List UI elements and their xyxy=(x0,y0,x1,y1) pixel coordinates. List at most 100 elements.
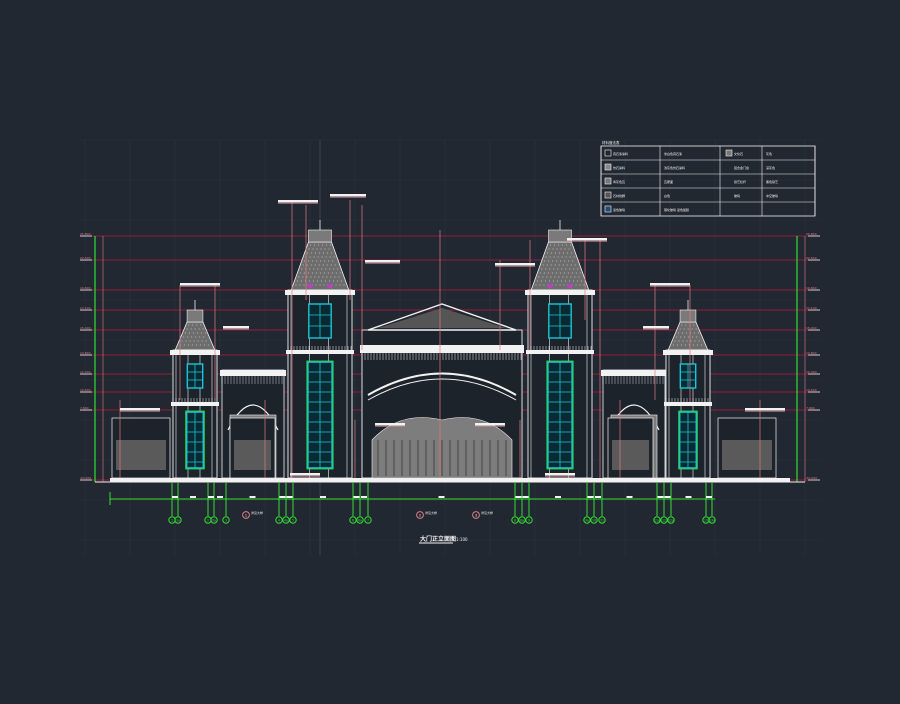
roof-tile-dot xyxy=(334,276,336,278)
section-mark-label: 3 xyxy=(475,514,477,518)
roof-tile-dot xyxy=(539,272,541,274)
roof-tile-dot xyxy=(571,272,573,274)
roof-tile-dot xyxy=(328,280,330,282)
roof-tile-dot xyxy=(181,340,183,342)
roof-tile-dot xyxy=(564,260,566,262)
roof-tile-dot xyxy=(574,264,576,266)
roof-tile-dot xyxy=(687,328,689,330)
window-frame-highlight xyxy=(678,410,698,470)
roof-tile-dot xyxy=(545,256,547,258)
dimension-value xyxy=(626,496,633,498)
roof-tile-dot xyxy=(303,272,305,274)
roof-tile-dot xyxy=(541,268,543,270)
roof-tile-dot xyxy=(321,268,323,270)
roof-tile-dot xyxy=(199,344,201,346)
right-inner-wall xyxy=(607,417,654,479)
dimension-value xyxy=(279,496,286,498)
axis-label: 5 xyxy=(292,519,294,523)
roof-tile-dot xyxy=(307,252,309,254)
roof-tile-dot xyxy=(552,260,554,262)
roof-tile-dot xyxy=(555,284,557,286)
legend-frame xyxy=(600,145,816,217)
roof-tile-dot xyxy=(311,252,313,254)
roof-tile-dot xyxy=(569,268,571,270)
roof-tile-dot xyxy=(558,276,560,278)
roof-tile-dot xyxy=(187,336,189,338)
roof-tile-dot xyxy=(312,260,314,262)
roof-tile-dot xyxy=(343,284,345,286)
roof-tile-dot xyxy=(198,328,200,330)
roof-tile-dot xyxy=(308,260,310,262)
roof-tile-dot xyxy=(692,336,694,338)
left-small-tower xyxy=(170,300,220,479)
legend-swatch xyxy=(604,191,612,199)
dimension-value xyxy=(706,496,712,498)
axis-label: 2 xyxy=(207,519,209,523)
roof-tile-dot xyxy=(573,268,575,270)
roof-tile-dot xyxy=(339,272,341,274)
roof-tile-dot xyxy=(562,264,564,266)
roof-tile-dot xyxy=(310,276,312,278)
roof-tile-dot xyxy=(326,264,328,266)
shrub-fill xyxy=(612,440,649,470)
window-frame-highlight xyxy=(546,360,574,470)
roof-tile-dot xyxy=(330,264,332,266)
roof-tile-dot xyxy=(334,264,336,266)
roof-tile-dot xyxy=(321,256,323,258)
axis-bubble xyxy=(660,516,668,524)
dimension-value xyxy=(208,496,214,498)
roof-tile-dot xyxy=(548,260,550,262)
section-mark-text: 详见大样 xyxy=(251,510,263,515)
axis-label: 10 xyxy=(592,519,596,523)
roof-tile-dot xyxy=(316,260,318,262)
axis-bubble xyxy=(364,516,372,524)
dimension-value xyxy=(361,496,367,498)
roof-tile-dot xyxy=(326,276,328,278)
dimension-value xyxy=(685,496,692,498)
legend-note: 浅灰色仿石涂料 xyxy=(664,165,685,170)
roof-tile-dot xyxy=(317,268,319,270)
gate-cornice xyxy=(220,370,286,376)
roof-tile-dot xyxy=(316,280,318,282)
roof-tile-dot xyxy=(204,332,206,334)
roof-tile-dot xyxy=(555,252,557,254)
roof-tile-dot xyxy=(542,264,544,266)
roof-tile-dot xyxy=(579,272,581,274)
roof-tile-dot xyxy=(298,276,300,278)
roof-tile-dot xyxy=(324,260,326,262)
roof-tile-dot xyxy=(314,264,316,266)
gate-cornice xyxy=(601,370,667,376)
dimension-value xyxy=(217,496,223,498)
roof-tile-dot xyxy=(573,256,575,258)
roof-tile-dot xyxy=(183,336,185,338)
axis-bubble xyxy=(653,516,661,524)
roof-tile-dot xyxy=(558,264,560,266)
roof-tile-dot xyxy=(548,280,550,282)
level-label-right: 17.100 xyxy=(806,306,817,310)
roof-tile-dot xyxy=(200,324,202,326)
right-low-wall xyxy=(717,417,777,479)
roof-tile-dot xyxy=(567,272,569,274)
roof-tile-dot xyxy=(322,264,324,266)
roof-tile-dot xyxy=(197,340,199,342)
axis-label: 6a xyxy=(358,519,362,523)
roof-tile-dot xyxy=(565,256,567,258)
roof-tile-dot xyxy=(694,340,696,342)
window-frame-highlight xyxy=(185,410,205,470)
roof-tile-dot xyxy=(335,272,337,274)
roof-tile-dot xyxy=(547,252,549,254)
roof-tile-dot xyxy=(563,272,565,274)
legend-note: 中空玻璃 xyxy=(766,193,778,198)
roof-tile-dot xyxy=(555,272,557,274)
roof-tile-dot xyxy=(329,256,331,258)
roof-tile-dot xyxy=(561,244,563,246)
roof-tile-dot xyxy=(195,344,197,346)
roof-tile-dot xyxy=(323,284,325,286)
roof-tile-dot xyxy=(191,336,193,338)
roof-tile-dot xyxy=(200,332,202,334)
tower-roof-cap xyxy=(308,229,332,243)
level-label-right: 13.800 xyxy=(806,351,817,355)
level-label-right: 7.800 xyxy=(806,406,815,410)
